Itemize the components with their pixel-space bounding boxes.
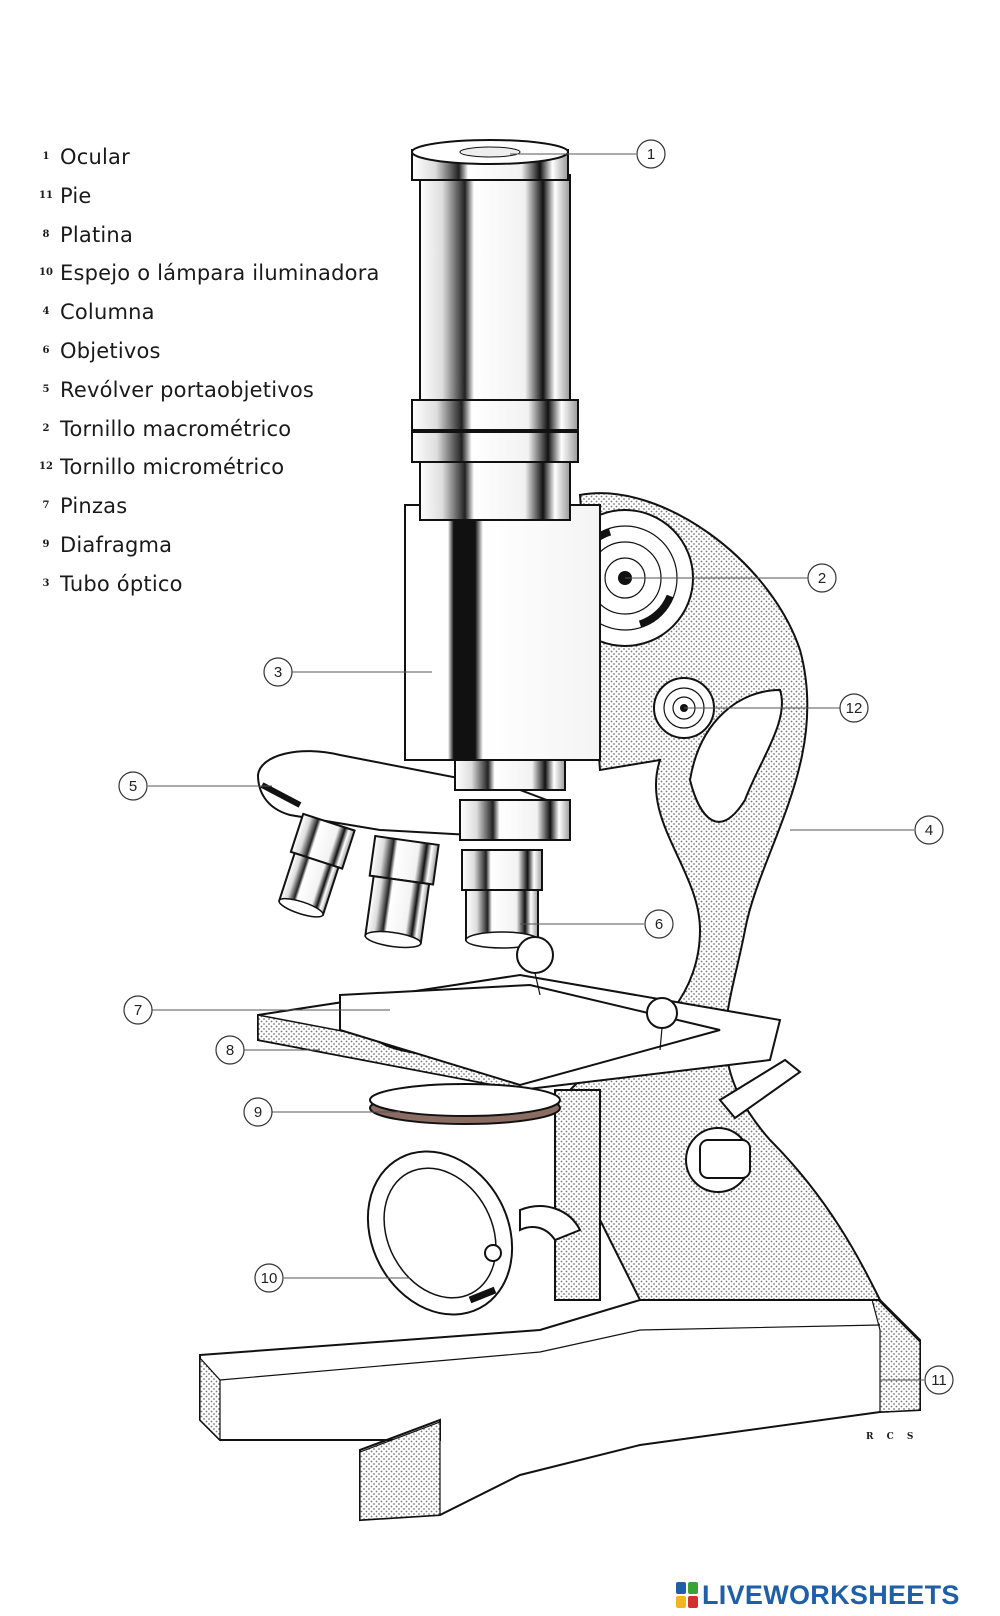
callout-6: 6 <box>644 909 674 939</box>
legend-number: 8 <box>42 228 50 240</box>
legend-number: 10 <box>39 267 53 279</box>
base-foot <box>199 1288 921 1522</box>
legend-item: 7 Pinzas <box>24 487 404 526</box>
callout-number: 10 <box>261 1270 278 1287</box>
legend-item: 8 Platina <box>24 216 404 255</box>
callout-4: 4 <box>914 815 944 845</box>
stage-clips <box>516 936 678 1051</box>
callout-9: 9 <box>243 1097 273 1127</box>
legend-number: 2 <box>42 422 50 434</box>
legend-label: Pinzas <box>60 494 128 519</box>
callout-number: 8 <box>226 1042 234 1059</box>
legend-number: 12 <box>39 461 53 473</box>
arm-column <box>554 492 882 1301</box>
legend-number: 3 <box>42 577 50 589</box>
callout-8: 8 <box>215 1035 245 1065</box>
legend-item: 2 Tornillo macrométrico <box>24 410 404 449</box>
legend-number: 1 <box>42 151 50 162</box>
callout-7: 7 <box>123 995 153 1025</box>
callout-number: 4 <box>925 822 933 839</box>
legend-label: Ocular <box>60 145 130 169</box>
legend-label: Pie <box>60 183 92 208</box>
brand-wordmark: LIVEWORKSHEETS <box>702 1579 960 1610</box>
diaphragm <box>369 1083 561 1125</box>
objectives <box>277 812 543 949</box>
legend-item: 12 Tornillo micrométrico <box>24 448 404 487</box>
callout-11: 11 <box>924 1365 954 1395</box>
callout-number: 7 <box>134 1002 142 1019</box>
optical-tube <box>404 174 601 761</box>
mirror <box>366 1150 582 1316</box>
legend-label: Objetivos <box>60 338 161 363</box>
legend-number: 11 <box>39 189 53 201</box>
legend-item: 1 Ocular <box>24 138 404 177</box>
eyepiece <box>411 139 569 181</box>
legend-number: 4 <box>42 306 50 318</box>
legend-label: Columna <box>60 300 155 325</box>
callout-2: 2 <box>807 563 837 593</box>
callout-5: 5 <box>118 771 148 801</box>
legend-number: 5 <box>42 383 50 395</box>
legend-item: 3 Tubo óptico <box>24 565 404 604</box>
legend-number: 7 <box>42 500 50 512</box>
legend-item: 4 Columna <box>24 293 404 332</box>
legend-number: 6 <box>42 344 50 356</box>
callout-3: 3 <box>263 657 293 687</box>
callout-number: 12 <box>846 700 863 717</box>
legend-item: 5 Revólver portaobjetivos <box>24 371 404 410</box>
callout-1: 1 <box>636 139 666 169</box>
callout-number: 11 <box>931 1372 947 1389</box>
legend-number: 9 <box>42 538 50 550</box>
legend-label: Platina <box>60 222 134 247</box>
callout-12: 12 <box>839 693 869 723</box>
liveworksheets-brand[interactable]: LIVEWORKSHEETS <box>676 1580 960 1610</box>
liveworksheets-logo-icon <box>676 1582 698 1608</box>
legend-item: 6 Objetivos <box>24 332 404 371</box>
callout-number: 3 <box>274 664 282 681</box>
legend-label: Tubo óptico <box>60 571 183 596</box>
legend-label: Revólver portaobjetivos <box>60 377 315 402</box>
callout-number: 5 <box>129 778 137 795</box>
legend-label: Espejo o lámpara iluminadora <box>60 261 380 286</box>
leader-lines <box>148 153 924 1381</box>
nosepiece-revolver <box>256 750 571 842</box>
callout-number: 2 <box>818 570 826 587</box>
adjustment-lever <box>685 1058 802 1193</box>
callout-10: 10 <box>254 1263 284 1293</box>
legend-item: 9 Diafragma <box>24 526 404 565</box>
callout-number: 1 <box>647 146 655 163</box>
artist-credit: R C S <box>866 1432 919 1442</box>
callout-number: 9 <box>254 1104 262 1121</box>
parts-legend: 1 Ocular 11 Pie 8 Platina 10 Espejo o lámpar… <box>24 138 404 604</box>
callout-number: 6 <box>655 916 663 933</box>
legend-label: Diafragma <box>60 532 173 557</box>
legend-item: 11 Pie <box>24 177 404 216</box>
legend-label: Tornillo micrométrico <box>60 455 285 480</box>
legend-label: Tornillo macrométrico <box>60 416 292 441</box>
legend-item: 10 Espejo o lámpara iluminadora <box>24 254 404 293</box>
